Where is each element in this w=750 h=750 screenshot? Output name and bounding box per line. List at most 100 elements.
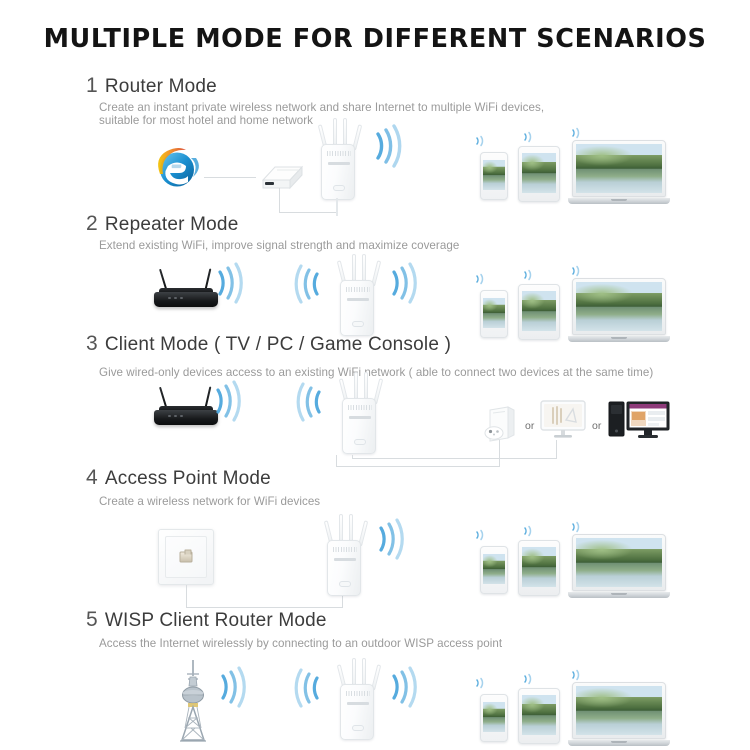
page-title: MULTIPLE MODE FOR DIFFERENT SCENARIOS: [43, 24, 707, 54]
separator-label-1: or: [525, 420, 535, 432]
laptop-device: [568, 140, 670, 204]
brand-label: [349, 416, 371, 419]
mode-title-4: Access Point Mode: [104, 468, 271, 489]
wallpaper-landscape: [522, 153, 556, 193]
laptop-base: [568, 198, 670, 204]
smartphone-device: [480, 546, 508, 594]
laptop-trackpad-notch: [611, 593, 627, 595]
mode-number-2: 2: [86, 212, 98, 235]
tablet-device: [518, 540, 560, 596]
cable-ext-drop-b: [352, 455, 353, 459]
router-top: [159, 288, 213, 294]
router-led-3: [180, 415, 183, 417]
wallpaper-landscape: [522, 291, 556, 331]
laptop-device: [568, 278, 670, 342]
mode-description-5: Access the Internet wirelessly by connec…: [99, 637, 503, 650]
wifi-signal-icon-4: [376, 518, 412, 560]
wisp-transmission-tower: [168, 660, 222, 746]
wifi-extender-device-2: [318, 254, 396, 350]
laptop-base: [568, 740, 670, 746]
router-top: [159, 406, 213, 412]
extender-body: [340, 684, 374, 740]
extender-body: [321, 144, 355, 200]
wifi-extender-device-4: [305, 514, 383, 610]
wifi-signal-icon-laptop: [570, 521, 581, 533]
cable-plate-drop: [186, 585, 187, 608]
laptop-device: [568, 534, 670, 598]
laptop-base: [568, 592, 670, 598]
wallpaper-landscape: [483, 298, 505, 328]
laptop-screen: [572, 682, 666, 739]
wifi-signal-icon-laptop: [570, 265, 581, 277]
mode-title-5: WISP Client Router Mode: [104, 610, 327, 631]
wifi-extender-device-1: [299, 118, 377, 218]
client-device-group-4: [470, 521, 670, 602]
wallpaper-landscape: [522, 695, 556, 735]
extender-body: [342, 398, 376, 454]
smartphone-device: [480, 694, 508, 742]
wifi-signal-icon-tablet: [522, 673, 533, 685]
router-led-2: [174, 297, 177, 299]
vent-grille: [346, 287, 370, 292]
wallpaper-landscape: [483, 554, 505, 584]
status-led: [352, 321, 364, 327]
brand-label: [347, 702, 369, 705]
wifi-signal-icon-outgoing-2: [389, 262, 425, 304]
cable-console-riser: [499, 440, 500, 467]
vent-grille: [348, 405, 372, 410]
vent-grille: [346, 691, 370, 696]
internet-explorer-icon: [151, 144, 203, 192]
brand-label: [328, 162, 350, 165]
cable-modem-drop: [279, 188, 280, 213]
mode-heading-4: 4 Access Point Mode: [86, 466, 271, 490]
wifi-signal-icon-tablet: [522, 269, 533, 281]
client-device-group-5: [470, 669, 670, 750]
extender-body: [340, 280, 374, 336]
mode-description-4: Create a wireless network for WiFi devic…: [99, 495, 321, 508]
mode-description-2: Extend existing WiFi, improve signal str…: [99, 239, 460, 252]
client-device-group-2: [470, 265, 670, 346]
mode-description-1: Create an instant private wireless netwo…: [99, 101, 545, 128]
brand-label: [347, 298, 369, 301]
mode-description-3: Give wired-only devices access to an exi…: [99, 366, 654, 379]
rj45-jack-icon: [179, 549, 193, 563]
router-led-3: [180, 297, 183, 299]
cable-monitor-riser: [556, 440, 557, 459]
modem-box: [255, 162, 304, 194]
router-body: [154, 410, 218, 425]
cable-ie-to-modem: [204, 177, 256, 178]
wifi-signal-icon-phone: [474, 529, 485, 541]
mode-title-3: Client Mode ( TV / PC / Game Console ): [104, 334, 452, 355]
laptop-screen: [572, 534, 666, 591]
wallpaper-landscape: [483, 702, 505, 732]
cable-modem-to-repeater: [279, 212, 337, 213]
wifi-signal-icon-phone: [474, 135, 485, 147]
game-console-device: [482, 404, 518, 444]
vent-grille: [333, 547, 357, 552]
status-led: [354, 439, 366, 445]
tablet-device: [518, 688, 560, 744]
cable-extender-riser-4: [342, 592, 343, 608]
wifi-signal-icon-laptop: [570, 127, 581, 139]
mode-title-1: Router Mode: [104, 76, 217, 97]
wallpaper-landscape: [522, 547, 556, 587]
mode-number-1: 1: [86, 74, 98, 97]
tablet-device: [518, 146, 560, 202]
tablet-device: [518, 284, 560, 340]
extender-body: [327, 540, 361, 596]
wallpaper-landscape: [576, 538, 662, 587]
tv-monitor-device: [540, 400, 586, 442]
router-body: [154, 292, 218, 307]
wallpaper-landscape: [576, 144, 662, 193]
wallpaper-landscape: [483, 160, 505, 190]
status-led: [339, 581, 351, 587]
ethernet-wall-plate: [158, 529, 214, 585]
laptop-screen: [572, 278, 666, 335]
mode-number-4: 4: [86, 466, 98, 489]
wifi-extender-device-3: [320, 372, 398, 468]
wifi-signal-icon-router-3: [213, 380, 249, 422]
laptop-trackpad-notch: [611, 741, 627, 743]
